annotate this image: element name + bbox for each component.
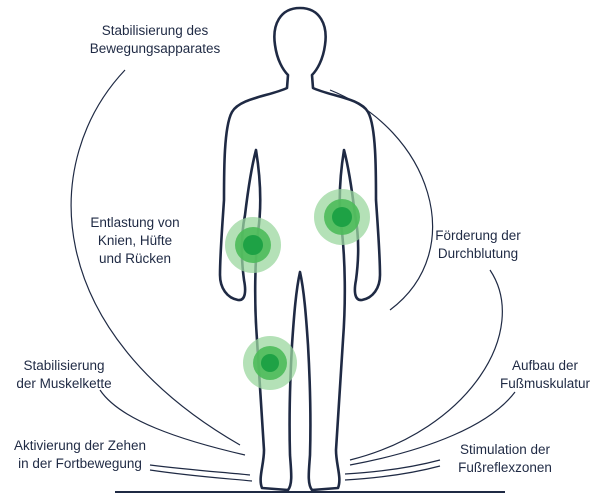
label-activation-toes: Aktivierung der Zehen in der Fortbewegun… <box>13 438 147 471</box>
arc-right-bottom-2 <box>344 465 441 481</box>
arc-left-outer <box>70 69 241 446</box>
arc-left-mid <box>99 389 246 456</box>
arc-right-bottom-1 <box>344 459 441 475</box>
arc-right-mid <box>349 269 503 461</box>
hip-right-hotspot <box>314 189 370 245</box>
arc-lines <box>70 69 516 482</box>
arc-right-lower <box>349 391 516 466</box>
body-outline <box>218 6 382 492</box>
arc-left-bottom-1 <box>149 464 251 476</box>
knee-hotspot <box>243 336 297 390</box>
label-foot-reflex-zones: Stimulation der Fußreflexzonen <box>458 442 552 475</box>
label-circulation: Förderung der Durchblutung <box>435 228 521 261</box>
label-relief-knees-hips-back: Entlastung von Knien, Hüfte und Rücken <box>90 215 180 266</box>
arc-left-bottom-2 <box>149 469 253 482</box>
label-stabilization-muscle-chain: Stabilisierung der Muskelkette <box>16 358 112 391</box>
label-foot-muscle-building: Aufbau der Fußmuskulatur <box>499 358 591 391</box>
label-stabilization-musculoskeletal: Stabilisierung des Bewegungsapparates <box>89 23 221 56</box>
hip-left-hotspot <box>225 217 281 273</box>
